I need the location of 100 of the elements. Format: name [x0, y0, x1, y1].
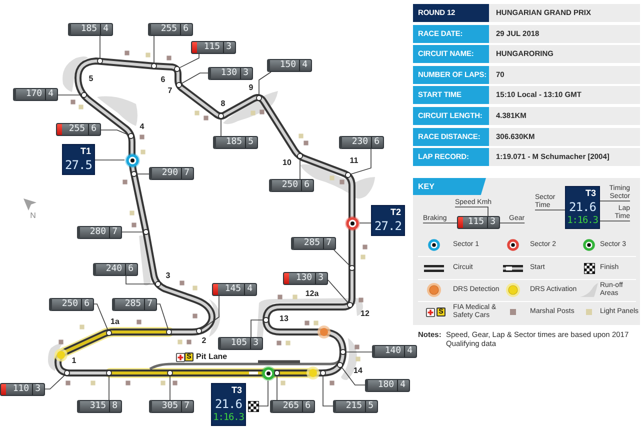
speed-value: 250 — [62, 300, 78, 309]
track-point-icon — [340, 349, 346, 355]
turn-number: 11 — [350, 157, 358, 165]
speed-gear-callout — [333, 400, 378, 413]
track-point-icon — [106, 330, 112, 336]
speed-value: 170 — [26, 90, 42, 99]
speed-gear-callout — [283, 272, 328, 285]
track-point-icon — [155, 281, 161, 287]
speed-value: 105 — [230, 339, 248, 348]
speed-value: 215 — [346, 402, 362, 411]
leader-line — [454, 206, 488, 216]
speed-value: 130 — [296, 274, 312, 283]
gear-value: 6 — [128, 265, 134, 274]
gear-value: 3 — [226, 43, 232, 52]
gear-value: 4 — [103, 25, 108, 34]
speed-value: 115 — [204, 43, 220, 52]
speed-gear-callout — [112, 298, 157, 311]
speed-gear-callout — [213, 136, 258, 149]
turn-number: 4 — [140, 123, 144, 131]
gear-value: 6 — [84, 300, 90, 309]
track-point-icon — [174, 66, 180, 72]
speed-gear-callout — [68, 23, 113, 36]
speed-gear-callout — [208, 67, 253, 80]
leader-line — [322, 376, 334, 406]
turn-number: 1a — [110, 318, 120, 326]
speed-gear-callout — [218, 337, 263, 350]
speed-gear-callout — [56, 123, 101, 136]
track-point-icon — [196, 328, 202, 334]
turn-number: 14 — [354, 367, 362, 375]
gear-value: 5 — [248, 138, 254, 147]
leader-line — [258, 72, 272, 96]
gear-value: 7 — [147, 300, 152, 309]
speed-value: 150 — [280, 61, 296, 70]
leader-line — [44, 374, 66, 390]
track-point-icon — [131, 171, 137, 177]
leader-line — [422, 222, 458, 224]
gear-value: 4 — [302, 61, 308, 70]
track-point-icon — [297, 153, 303, 159]
sector-time-panel — [565, 186, 600, 229]
speed-value: 255 — [160, 25, 178, 34]
speed-gear-callout — [0, 383, 45, 396]
speed-gear-callout — [270, 400, 315, 413]
track-point-icon — [81, 92, 87, 98]
speed-gear-callout — [457, 216, 500, 229]
gear-value: 6 — [304, 181, 310, 190]
gear-value: 4 — [407, 347, 412, 356]
speed-value: 145 — [224, 285, 242, 294]
speed-gear-callout — [291, 237, 336, 250]
leader-line — [94, 304, 108, 331]
leader-line — [108, 376, 110, 400]
leader-line — [600, 220, 630, 222]
track-point-icon — [274, 370, 280, 376]
gear-value: 6 — [183, 25, 188, 34]
speed-gear-callout — [77, 226, 122, 239]
track-point-icon — [143, 229, 149, 235]
leader-line — [181, 72, 208, 84]
lap-time: 1:16.3 — [567, 216, 598, 226]
gear-value: 7 — [184, 169, 190, 178]
speed-value: 185 — [80, 25, 98, 34]
turn-number: 9 — [248, 84, 254, 92]
track-point-icon — [64, 370, 70, 376]
gear-value: 4 — [247, 285, 252, 294]
speed-value: 130 — [220, 69, 238, 78]
track-point-icon — [151, 63, 157, 69]
speed-value: 180 — [378, 381, 394, 390]
gear-value: 7 — [184, 402, 190, 411]
sector-marker-icon — [344, 216, 360, 230]
speed-value: 110 — [12, 385, 30, 394]
sector-time-panel — [62, 144, 95, 175]
sector-marker-icon — [124, 152, 140, 168]
turn-number: 12 — [360, 310, 370, 318]
gear-value: 5 — [368, 402, 374, 411]
track-point-icon — [97, 58, 103, 64]
speed-value: 285 — [124, 300, 142, 309]
turn-number: 10 — [282, 159, 292, 167]
leader-line — [600, 200, 630, 202]
track-point-icon — [345, 172, 351, 178]
sector-time: 27.2 — [374, 220, 402, 232]
pit-lane-label: Pit Lane — [196, 353, 228, 361]
lap-time: 1:16.3 — [213, 413, 244, 422]
speed-gear-callout — [149, 167, 194, 180]
speed-gear-callout — [267, 59, 312, 72]
gear-value: 3 — [243, 69, 248, 78]
gear-value: 3 — [318, 274, 324, 283]
track-point-icon — [320, 370, 326, 376]
key-heading-tab: KEY — [413, 178, 486, 195]
track-point-icon — [176, 82, 182, 88]
compass-letter: N — [30, 212, 36, 220]
turn-number: 6 — [160, 76, 166, 84]
speed-value: 240 — [106, 265, 122, 274]
sector-number: T3 — [231, 386, 242, 395]
track-point-icon — [337, 362, 343, 368]
sector-time: 27.5 — [65, 159, 92, 171]
speed-gear-callout — [49, 298, 94, 311]
track-point-icon — [167, 370, 173, 376]
leader-line — [58, 94, 82, 96]
speed-gear-callout — [13, 88, 58, 101]
speed-gear-callout — [191, 41, 236, 54]
gear-value: 8 — [112, 402, 118, 411]
leader-line — [156, 304, 168, 330]
